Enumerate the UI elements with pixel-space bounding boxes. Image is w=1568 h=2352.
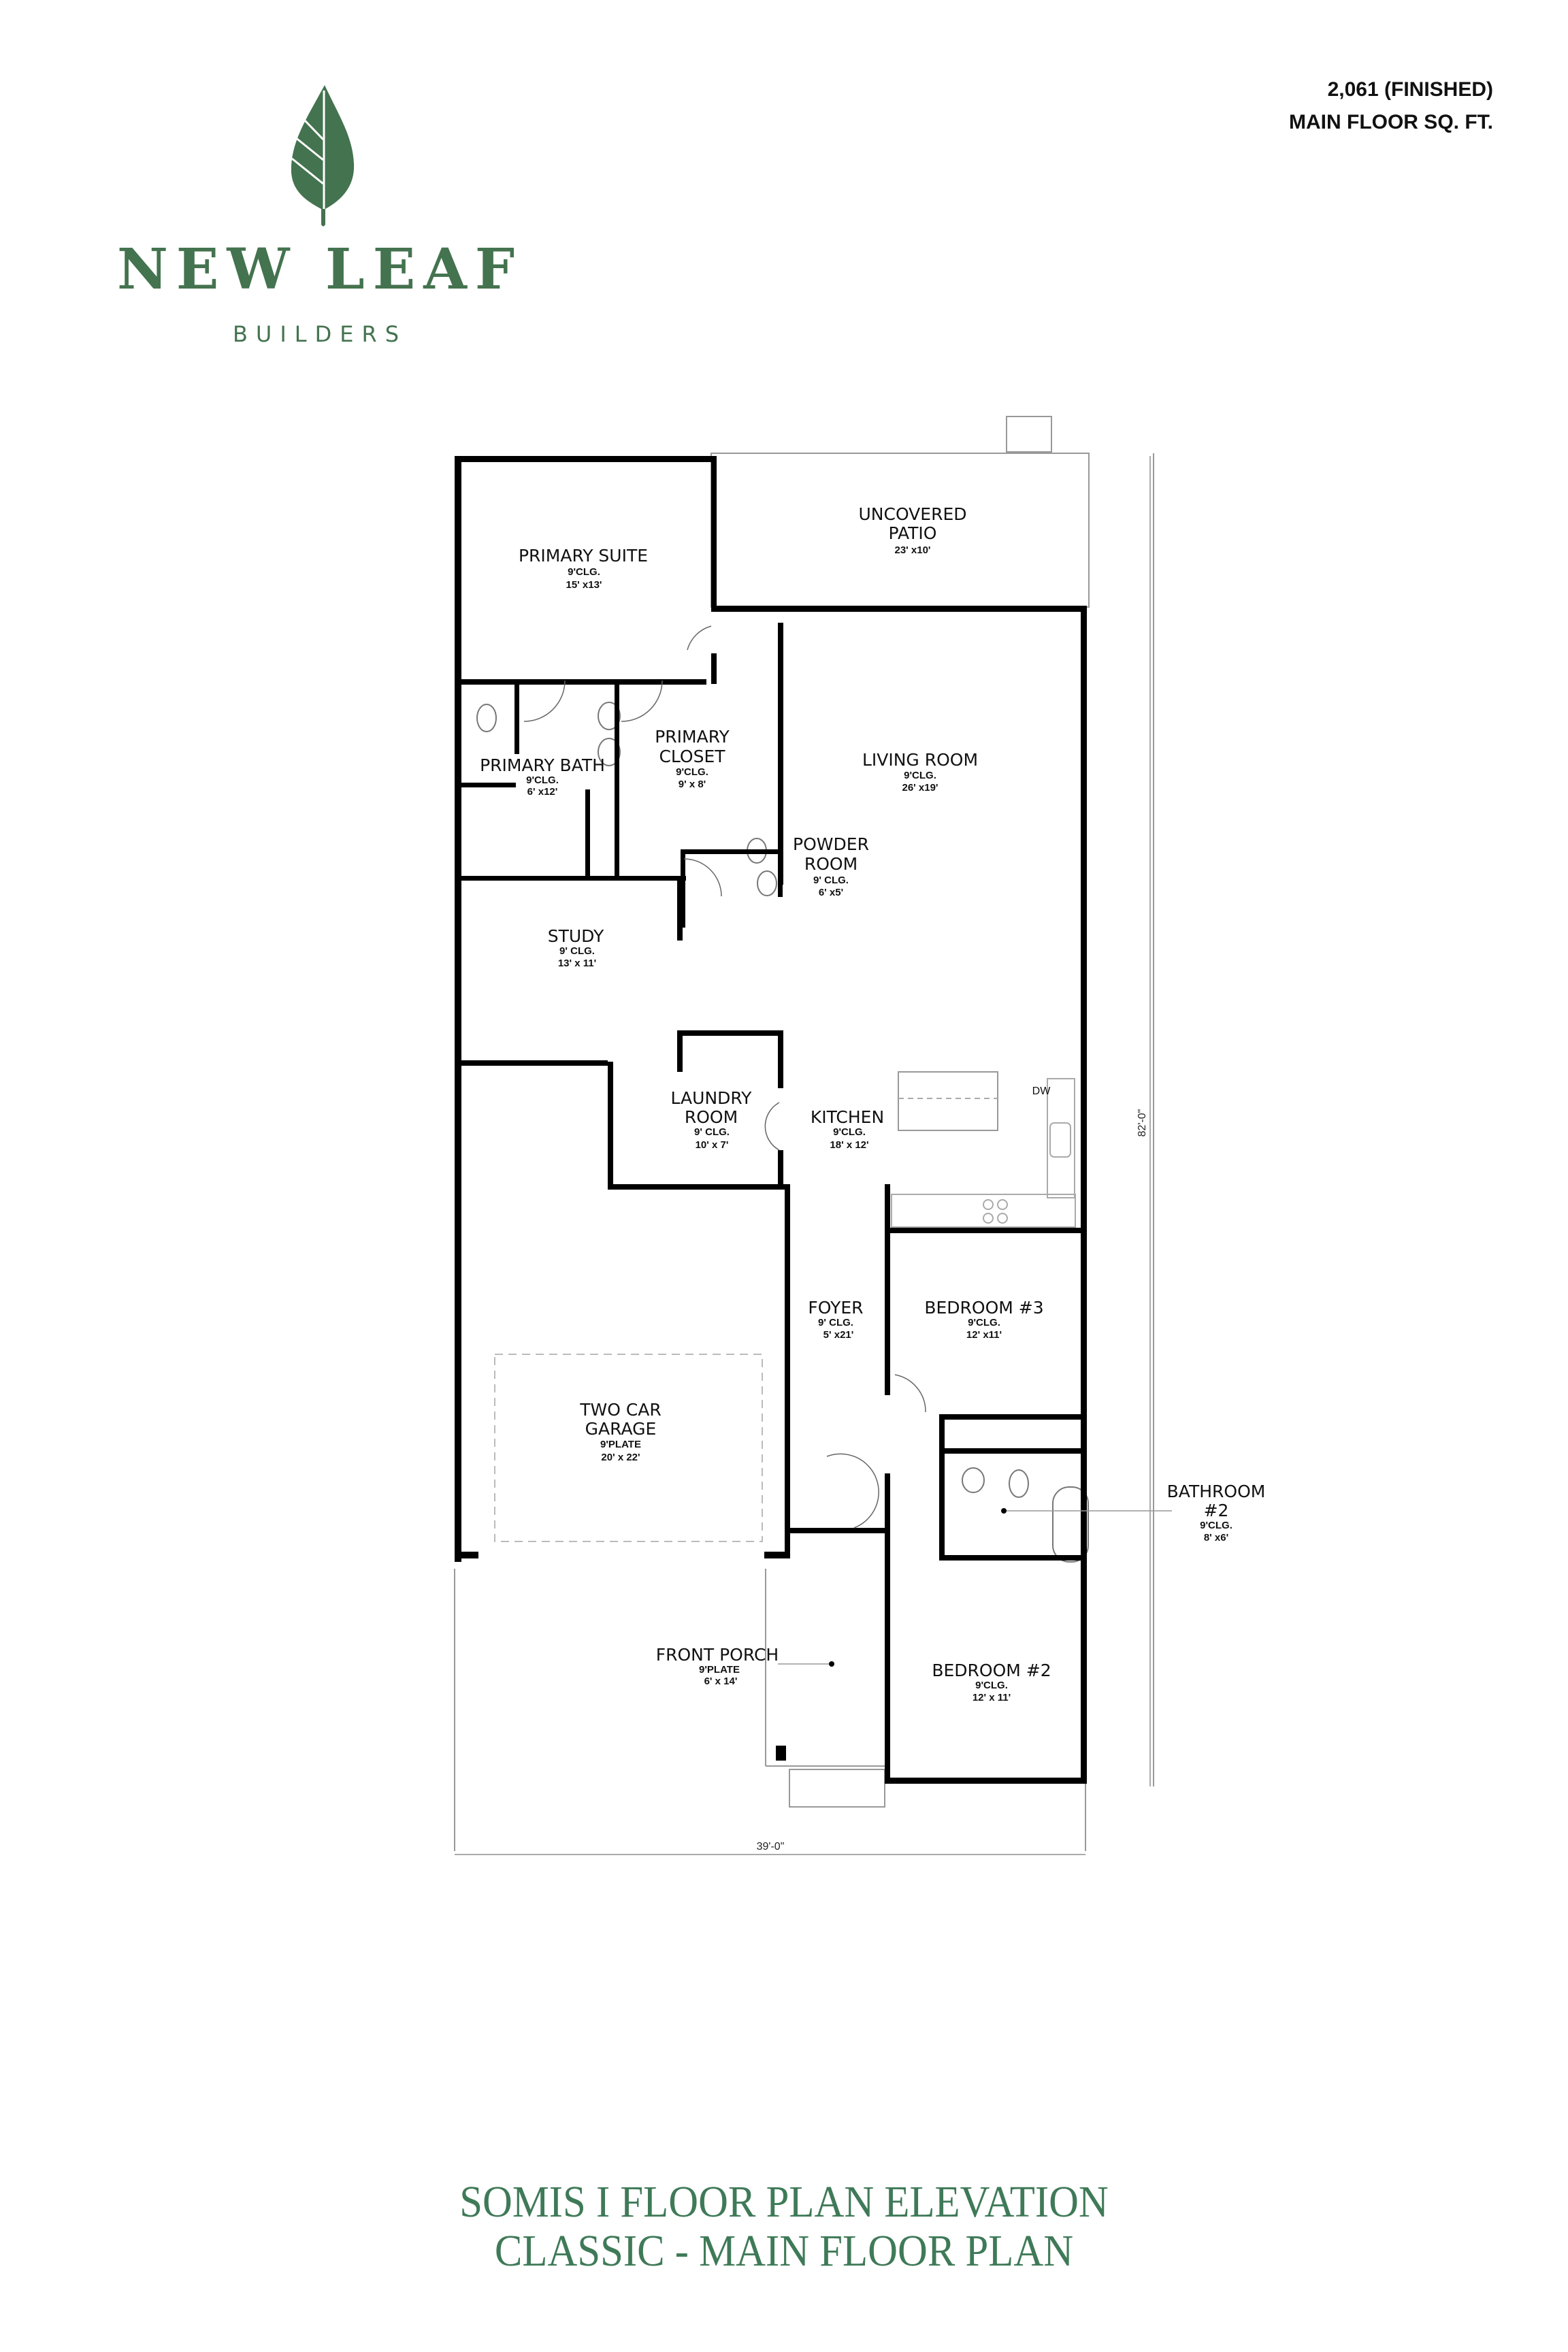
sqft-value: 2,061 (FINISHED)	[1327, 78, 1493, 101]
room-name-foyer: FOYER	[808, 1298, 863, 1318]
room-name-laundry-line1: LAUNDRY	[671, 1088, 753, 1108]
room-name-living-room: LIVING ROOM	[862, 750, 978, 770]
room-ceiling-living-room: 9'CLG.	[904, 770, 936, 781]
room-ceiling-bedroom-2: 9'CLG.	[975, 1680, 1008, 1691]
room-size-powder-room: 6' x5'	[819, 887, 843, 898]
room-ceiling-laundry: 9' CLG.	[694, 1126, 730, 1138]
room-name-kitchen: KITCHEN	[811, 1107, 884, 1127]
plan-width-dimension: 39'-0"	[757, 1841, 785, 1852]
room-name-front-porch: FRONT PORCH	[656, 1645, 779, 1665]
plan-title-line2: CLASSIC - MAIN FLOOR PLAN	[494, 2226, 1074, 2276]
room-name-garage-line1: TWO CAR	[579, 1400, 662, 1420]
room-name-bathroom-2-line2: #2	[1204, 1501, 1229, 1520]
room-size-primary-bath: 6' x12'	[527, 786, 558, 798]
room-size-foyer: 5' x21'	[823, 1329, 854, 1341]
room-name-powder-room-line1: POWDER	[793, 834, 869, 854]
room-size-bedroom-3: 12' x11'	[966, 1329, 1002, 1341]
brand-logo: NEW LEAF BUILDERS	[102, 68, 538, 354]
room-size-primary-closet: 9' x 8'	[679, 779, 706, 790]
kitchen-island	[898, 1071, 998, 1131]
room-size-bathroom-2: 8' x6'	[1204, 1532, 1228, 1544]
plan-title-line1: SOMIS I FLOOR PLAN ELEVATION	[459, 2177, 1109, 2227]
room-labels: PRIMARY SUITE 9'CLG. 15' x13' UNCOVERED …	[480, 504, 1265, 1703]
room-size-primary-suite: 15' x13'	[566, 579, 602, 591]
room-size-living-room: 26' x19'	[902, 782, 938, 794]
room-size-kitchen: 18' x 12'	[830, 1139, 868, 1151]
room-size-laundry: 10' x 7'	[696, 1139, 729, 1151]
room-size-study: 13' x 11'	[558, 958, 596, 969]
door-swings	[523, 625, 926, 1529]
square-footage: 2,061 (FINISHED) MAIN FLOOR SQ. FT.	[1289, 74, 1493, 139]
walls	[455, 456, 1087, 1784]
room-ceiling-garage: 9'PLATE	[600, 1439, 641, 1450]
room-name-primary-bath: PRIMARY BATH	[480, 755, 605, 775]
dishwasher-label: DW	[1032, 1085, 1051, 1097]
thin-outlines	[454, 416, 1154, 1851]
room-name-bedroom-3: BEDROOM #3	[924, 1298, 1043, 1318]
room-size-patio: 23' x10'	[894, 544, 930, 556]
room-name-bathroom-2-line1: BATHROOM	[1167, 1482, 1266, 1501]
plan-depth-dimension: 82'-0"	[1137, 1109, 1148, 1137]
room-ceiling-study: 9' CLG.	[559, 945, 595, 957]
room-ceiling-primary-bath: 9'CLG.	[526, 774, 559, 786]
room-name-garage-line2: GARAGE	[585, 1419, 657, 1439]
sqft-label: MAIN FLOOR SQ. FT.	[1289, 111, 1493, 133]
room-name-primary-closet-line2: CLOSET	[659, 747, 725, 766]
room-ceiling-foyer: 9' CLG.	[818, 1317, 853, 1328]
room-ceiling-primary-closet: 9'CLG.	[676, 766, 708, 778]
garage-parking-outline	[494, 1354, 763, 1542]
kitchen-counters	[891, 1078, 1076, 1228]
room-name-primary-suite: PRIMARY SUITE	[519, 546, 648, 566]
room-size-bedroom-2: 12' x 11'	[973, 1692, 1011, 1703]
brand-subtitle: BUILDERS	[232, 321, 408, 347]
room-ceiling-powder-room: 9' CLG.	[813, 875, 849, 886]
room-name-powder-room-line2: ROOM	[804, 854, 858, 874]
room-size-front-porch: 6' x 14'	[704, 1676, 738, 1687]
room-ceiling-front-porch: 9'PLATE	[699, 1664, 740, 1676]
room-ceiling-bathroom-2: 9'CLG.	[1200, 1520, 1232, 1531]
room-name-bedroom-2: BEDROOM #2	[932, 1661, 1051, 1680]
room-name-laundry-line2: ROOM	[685, 1107, 738, 1127]
room-size-garage: 20' x 22'	[601, 1452, 640, 1463]
room-name-patio-line1: UNCOVERED	[858, 504, 966, 524]
room-name-primary-closet-line1: PRIMARY	[655, 727, 730, 747]
room-ceiling-kitchen: 9'CLG.	[833, 1126, 866, 1138]
room-ceiling-primary-suite: 9'CLG.	[568, 566, 600, 578]
leaf-icon	[291, 85, 355, 227]
room-name-study: STUDY	[548, 926, 604, 946]
room-ceiling-bedroom-3: 9'CLG.	[968, 1317, 1000, 1328]
plan-title: SOMIS I FLOOR PLAN ELEVATION CLASSIC - M…	[63, 2178, 1505, 2276]
dimension-lines	[455, 456, 1151, 1855]
brand-name: NEW LEAF	[116, 237, 523, 302]
room-name-patio-line2: PATIO	[889, 523, 937, 543]
